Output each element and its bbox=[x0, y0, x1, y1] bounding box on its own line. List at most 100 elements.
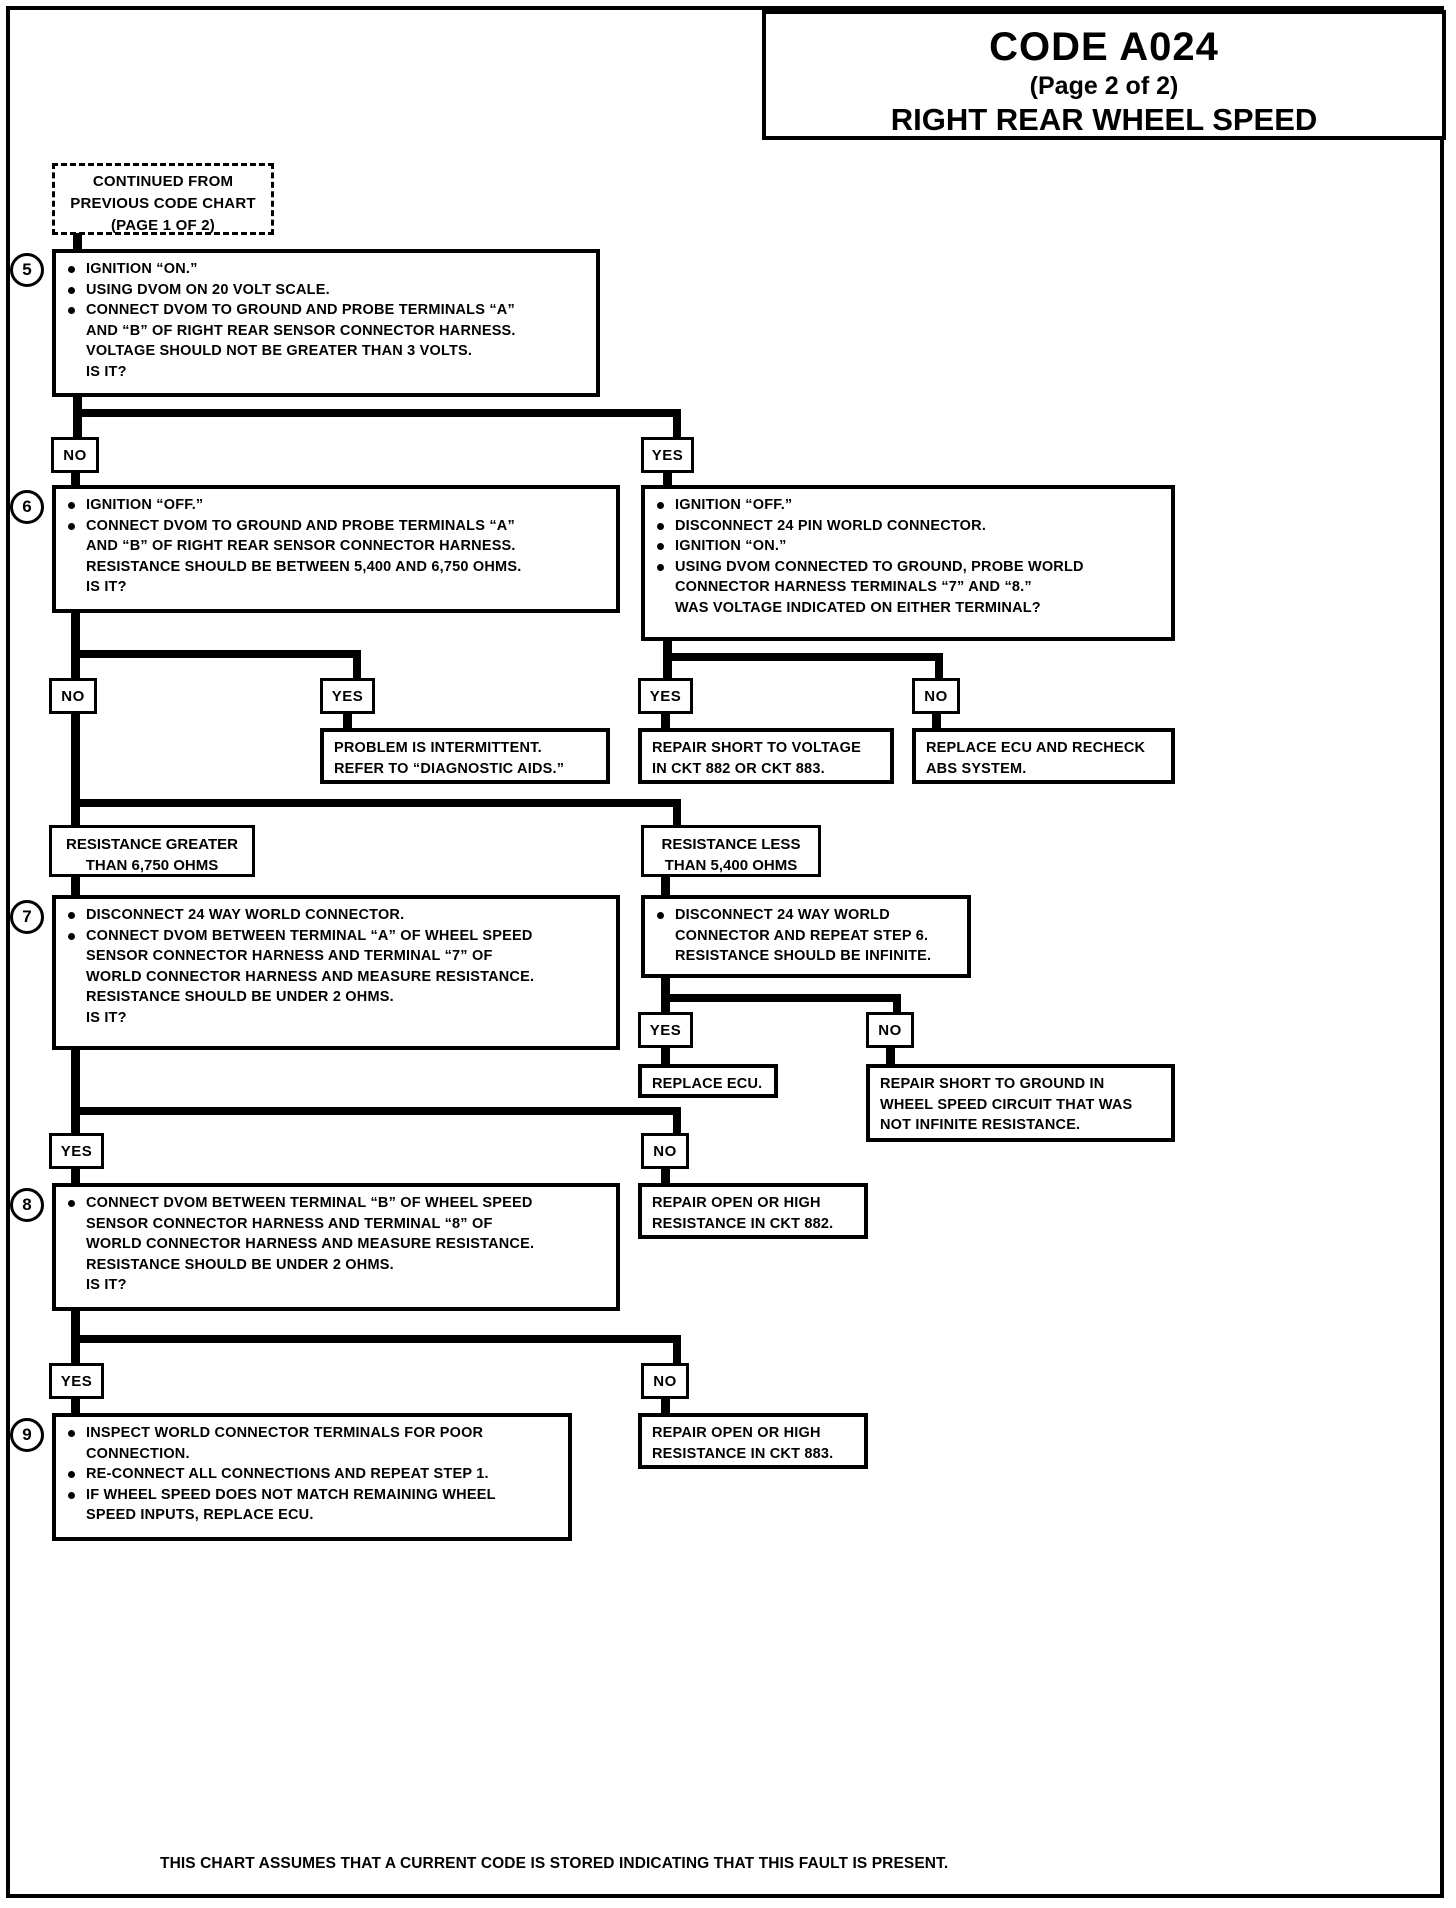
connector-step6-down bbox=[71, 613, 80, 658]
result-open-882-line-2: RESISTANCE IN CKT 882. bbox=[652, 1215, 834, 1232]
step-number-5: 5 bbox=[10, 253, 44, 287]
connector-step8-drop-yes bbox=[71, 1335, 80, 1365]
connector-step7-down bbox=[71, 1050, 80, 1115]
connector-step7-bus bbox=[71, 1107, 681, 1115]
step-5-yes-item-5: CONNECTOR HARNESS TERMINALS “7” AND “8.” bbox=[675, 579, 1032, 595]
step-8-item-4: RESISTANCE SHOULD BE UNDER 2 OHMS. bbox=[86, 1256, 394, 1273]
step-7-item-3: SENSOR CONNECTOR HARNESS AND TERMINAL “7… bbox=[86, 948, 493, 964]
connector-continued-to-step5 bbox=[73, 233, 82, 251]
step-number-7: 7 bbox=[10, 900, 44, 934]
step-9-item-4: IF WHEEL SPEED DOES NOT MATCH REMAINING … bbox=[64, 1485, 562, 1506]
decision-step8-yes: YES bbox=[49, 1363, 104, 1399]
decision-step7-no: NO bbox=[641, 1133, 689, 1169]
continued-from-box: CONTINUED FROM PREVIOUS CODE CHART (PAGE… bbox=[52, 163, 274, 235]
step-5-yes-box: IGNITION “OFF.” DISCONNECT 24 PIN WORLD … bbox=[641, 485, 1175, 641]
step-6-item-2: CONNECT DVOM TO GROUND AND PROBE TERMINA… bbox=[64, 516, 610, 537]
connector-no8-to-result bbox=[661, 1397, 670, 1415]
connector-s5yes-no-to-result bbox=[932, 712, 941, 730]
decision-s7right-yes: YES bbox=[638, 1012, 693, 1048]
connector-step5-bus bbox=[73, 409, 681, 417]
connector-no5-to-step6 bbox=[71, 471, 80, 487]
step-7-item-1: DISCONNECT 24 WAY WORLD CONNECTOR. bbox=[64, 905, 610, 926]
result-short-voltage-line-2: IN CKT 882 OR CKT 883. bbox=[652, 760, 825, 777]
connector-resistance-drop-right bbox=[673, 799, 681, 827]
result-repair-open-882-box: REPAIR OPEN OR HIGH RESISTANCE IN CKT 88… bbox=[638, 1183, 868, 1239]
connector-step5-drop-yes bbox=[673, 409, 681, 437]
step-7-item-5: RESISTANCE SHOULD BE UNDER 2 OHMS. bbox=[86, 989, 394, 1005]
connector-step8-bus bbox=[71, 1335, 681, 1343]
connector-s7right-drop-yes bbox=[661, 994, 670, 1014]
step-7-item-4: WORLD CONNECTOR HARNESS AND MEASURE RESI… bbox=[86, 968, 535, 985]
step-9-item-1: INSPECT WORLD CONNECTOR TERMINALS FOR PO… bbox=[64, 1423, 562, 1444]
step-5-yes-item-6: WAS VOLTAGE INDICATED ON EITHER TERMINAL… bbox=[675, 599, 1041, 616]
step-number-9: 9 bbox=[10, 1418, 44, 1452]
result-replace-ecu-recheck-line-2: ABS SYSTEM. bbox=[926, 760, 1027, 777]
connector-s7right-down bbox=[661, 978, 670, 1000]
header-code: CODE A024 bbox=[989, 25, 1219, 69]
step-5-box: IGNITION “ON.” USING DVOM ON 20 VOLT SCA… bbox=[52, 249, 600, 397]
step-9-box: INSPECT WORLD CONNECTOR TERMINALS FOR PO… bbox=[52, 1413, 572, 1541]
result-short-ground-line-1: REPAIR SHORT TO GROUND IN bbox=[880, 1076, 1105, 1092]
header-page-of: (Page 2 of 2) bbox=[1029, 72, 1179, 100]
connector-step6-bus bbox=[71, 650, 361, 658]
step-6-item-5: IS IT? bbox=[86, 579, 127, 595]
connector-step8-drop-no bbox=[673, 1335, 681, 1365]
connector-yes6-to-intermittent bbox=[343, 712, 352, 730]
step-8-item-2: SENSOR CONNECTOR HARNESS AND TERMINAL “8… bbox=[86, 1215, 493, 1232]
step-6-item-1: IGNITION “OFF.” bbox=[64, 495, 610, 516]
connector-res-less-to-box bbox=[661, 875, 670, 897]
connector-s7right-no-to-result bbox=[886, 1046, 895, 1066]
step-8-item-1: CONNECT DVOM BETWEEN TERMINAL “B” OF WHE… bbox=[64, 1193, 610, 1214]
decision-s5yes-yes: YES bbox=[638, 678, 693, 714]
result-short-ground-line-2: WHEEL SPEED CIRCUIT THAT WAS bbox=[880, 1096, 1133, 1113]
result-repair-short-ground-box: REPAIR SHORT TO GROUND IN WHEEL SPEED CI… bbox=[866, 1064, 1175, 1142]
result-repair-open-883-box: REPAIR OPEN OR HIGH RESISTANCE IN CKT 88… bbox=[638, 1413, 868, 1469]
connector-s5yes-bus bbox=[663, 653, 943, 661]
connector-res-greater-to-step7 bbox=[71, 875, 80, 897]
step-6-box: IGNITION “OFF.” CONNECT DVOM TO GROUND A… bbox=[52, 485, 620, 613]
continued-line-1: CONTINUED FROM bbox=[92, 173, 234, 190]
result-intermittent-line-2: REFER TO “DIAGNOSTIC AIDS.” bbox=[334, 760, 565, 777]
result-open-883-line-1: REPAIR OPEN OR HIGH bbox=[652, 1425, 821, 1441]
connector-step8-down bbox=[71, 1311, 80, 1351]
step-7-item-6: IS IT? bbox=[86, 1009, 127, 1026]
result-intermittent-box: PROBLEM IS INTERMITTENT. REFER TO “DIAGN… bbox=[320, 728, 610, 784]
decision-s5yes-no: NO bbox=[912, 678, 960, 714]
connector-step6-drop-yes bbox=[353, 650, 361, 680]
step-8-item-5: IS IT? bbox=[86, 1277, 127, 1293]
step-7-right-item-1: DISCONNECT 24 WAY WORLD bbox=[653, 905, 961, 926]
continued-line-3: (PAGE 1 OF 2) bbox=[110, 217, 215, 234]
result-replace-ecu-line-1: REPLACE ECU. bbox=[652, 1076, 763, 1092]
step-5-yes-item-4: USING DVOM CONNECTED TO GROUND, PROBE WO… bbox=[653, 557, 1165, 578]
connector-resistance-drop-left bbox=[71, 799, 80, 827]
connector-s7right-drop-no bbox=[893, 994, 901, 1014]
step-5-item-5: VOLTAGE SHOULD NOT BE GREATER THAN 3 VOL… bbox=[86, 343, 473, 359]
connector-step5-drop-no bbox=[73, 409, 82, 437]
decision-step6-yes: YES bbox=[320, 678, 375, 714]
result-replace-ecu-recheck-line-1: REPLACE ECU AND RECHECK bbox=[926, 740, 1146, 756]
step-5-item-4: AND “B” OF RIGHT REAR SENSOR CONNECTOR H… bbox=[86, 322, 516, 339]
step-5-yes-item-2: DISCONNECT 24 PIN WORLD CONNECTOR. bbox=[653, 516, 1165, 537]
step-5-item-3: CONNECT DVOM TO GROUND AND PROBE TERMINA… bbox=[64, 300, 590, 321]
connector-s7right-bus bbox=[661, 994, 901, 1002]
decision-step8-no: NO bbox=[641, 1363, 689, 1399]
step-8-box: CONNECT DVOM BETWEEN TERMINAL “B” OF WHE… bbox=[52, 1183, 620, 1311]
step-9-item-2: CONNECTION. bbox=[86, 1445, 190, 1462]
label-resistance-greater: RESISTANCE GREATER THAN 6,750 OHMS bbox=[49, 825, 255, 877]
step-7-box: DISCONNECT 24 WAY WORLD CONNECTOR. CONNE… bbox=[52, 895, 620, 1050]
step-8-item-3: WORLD CONNECTOR HARNESS AND MEASURE RESI… bbox=[86, 1236, 535, 1252]
connector-step7-drop-yes bbox=[71, 1107, 80, 1135]
decision-step5-yes: YES bbox=[641, 437, 694, 473]
connector-resistance-bus bbox=[71, 799, 681, 807]
connector-no7-to-result bbox=[661, 1167, 670, 1185]
connector-step5-down bbox=[73, 397, 82, 415]
connector-step6-no-down bbox=[71, 712, 80, 807]
connector-s5yes-yes-to-result bbox=[661, 712, 670, 730]
connector-step7-drop-no bbox=[673, 1107, 681, 1135]
step-5-yes-item-3: IGNITION “ON.” bbox=[653, 536, 1165, 557]
result-open-883-line-2: RESISTANCE IN CKT 883. bbox=[652, 1445, 834, 1462]
decision-step5-no: NO bbox=[51, 437, 99, 473]
header-title: RIGHT REAR WHEEL SPEED bbox=[890, 102, 1318, 137]
step-7-right-item-3: RESISTANCE SHOULD BE INFINITE. bbox=[675, 948, 932, 964]
result-intermittent-line-1: PROBLEM IS INTERMITTENT. bbox=[334, 740, 542, 756]
